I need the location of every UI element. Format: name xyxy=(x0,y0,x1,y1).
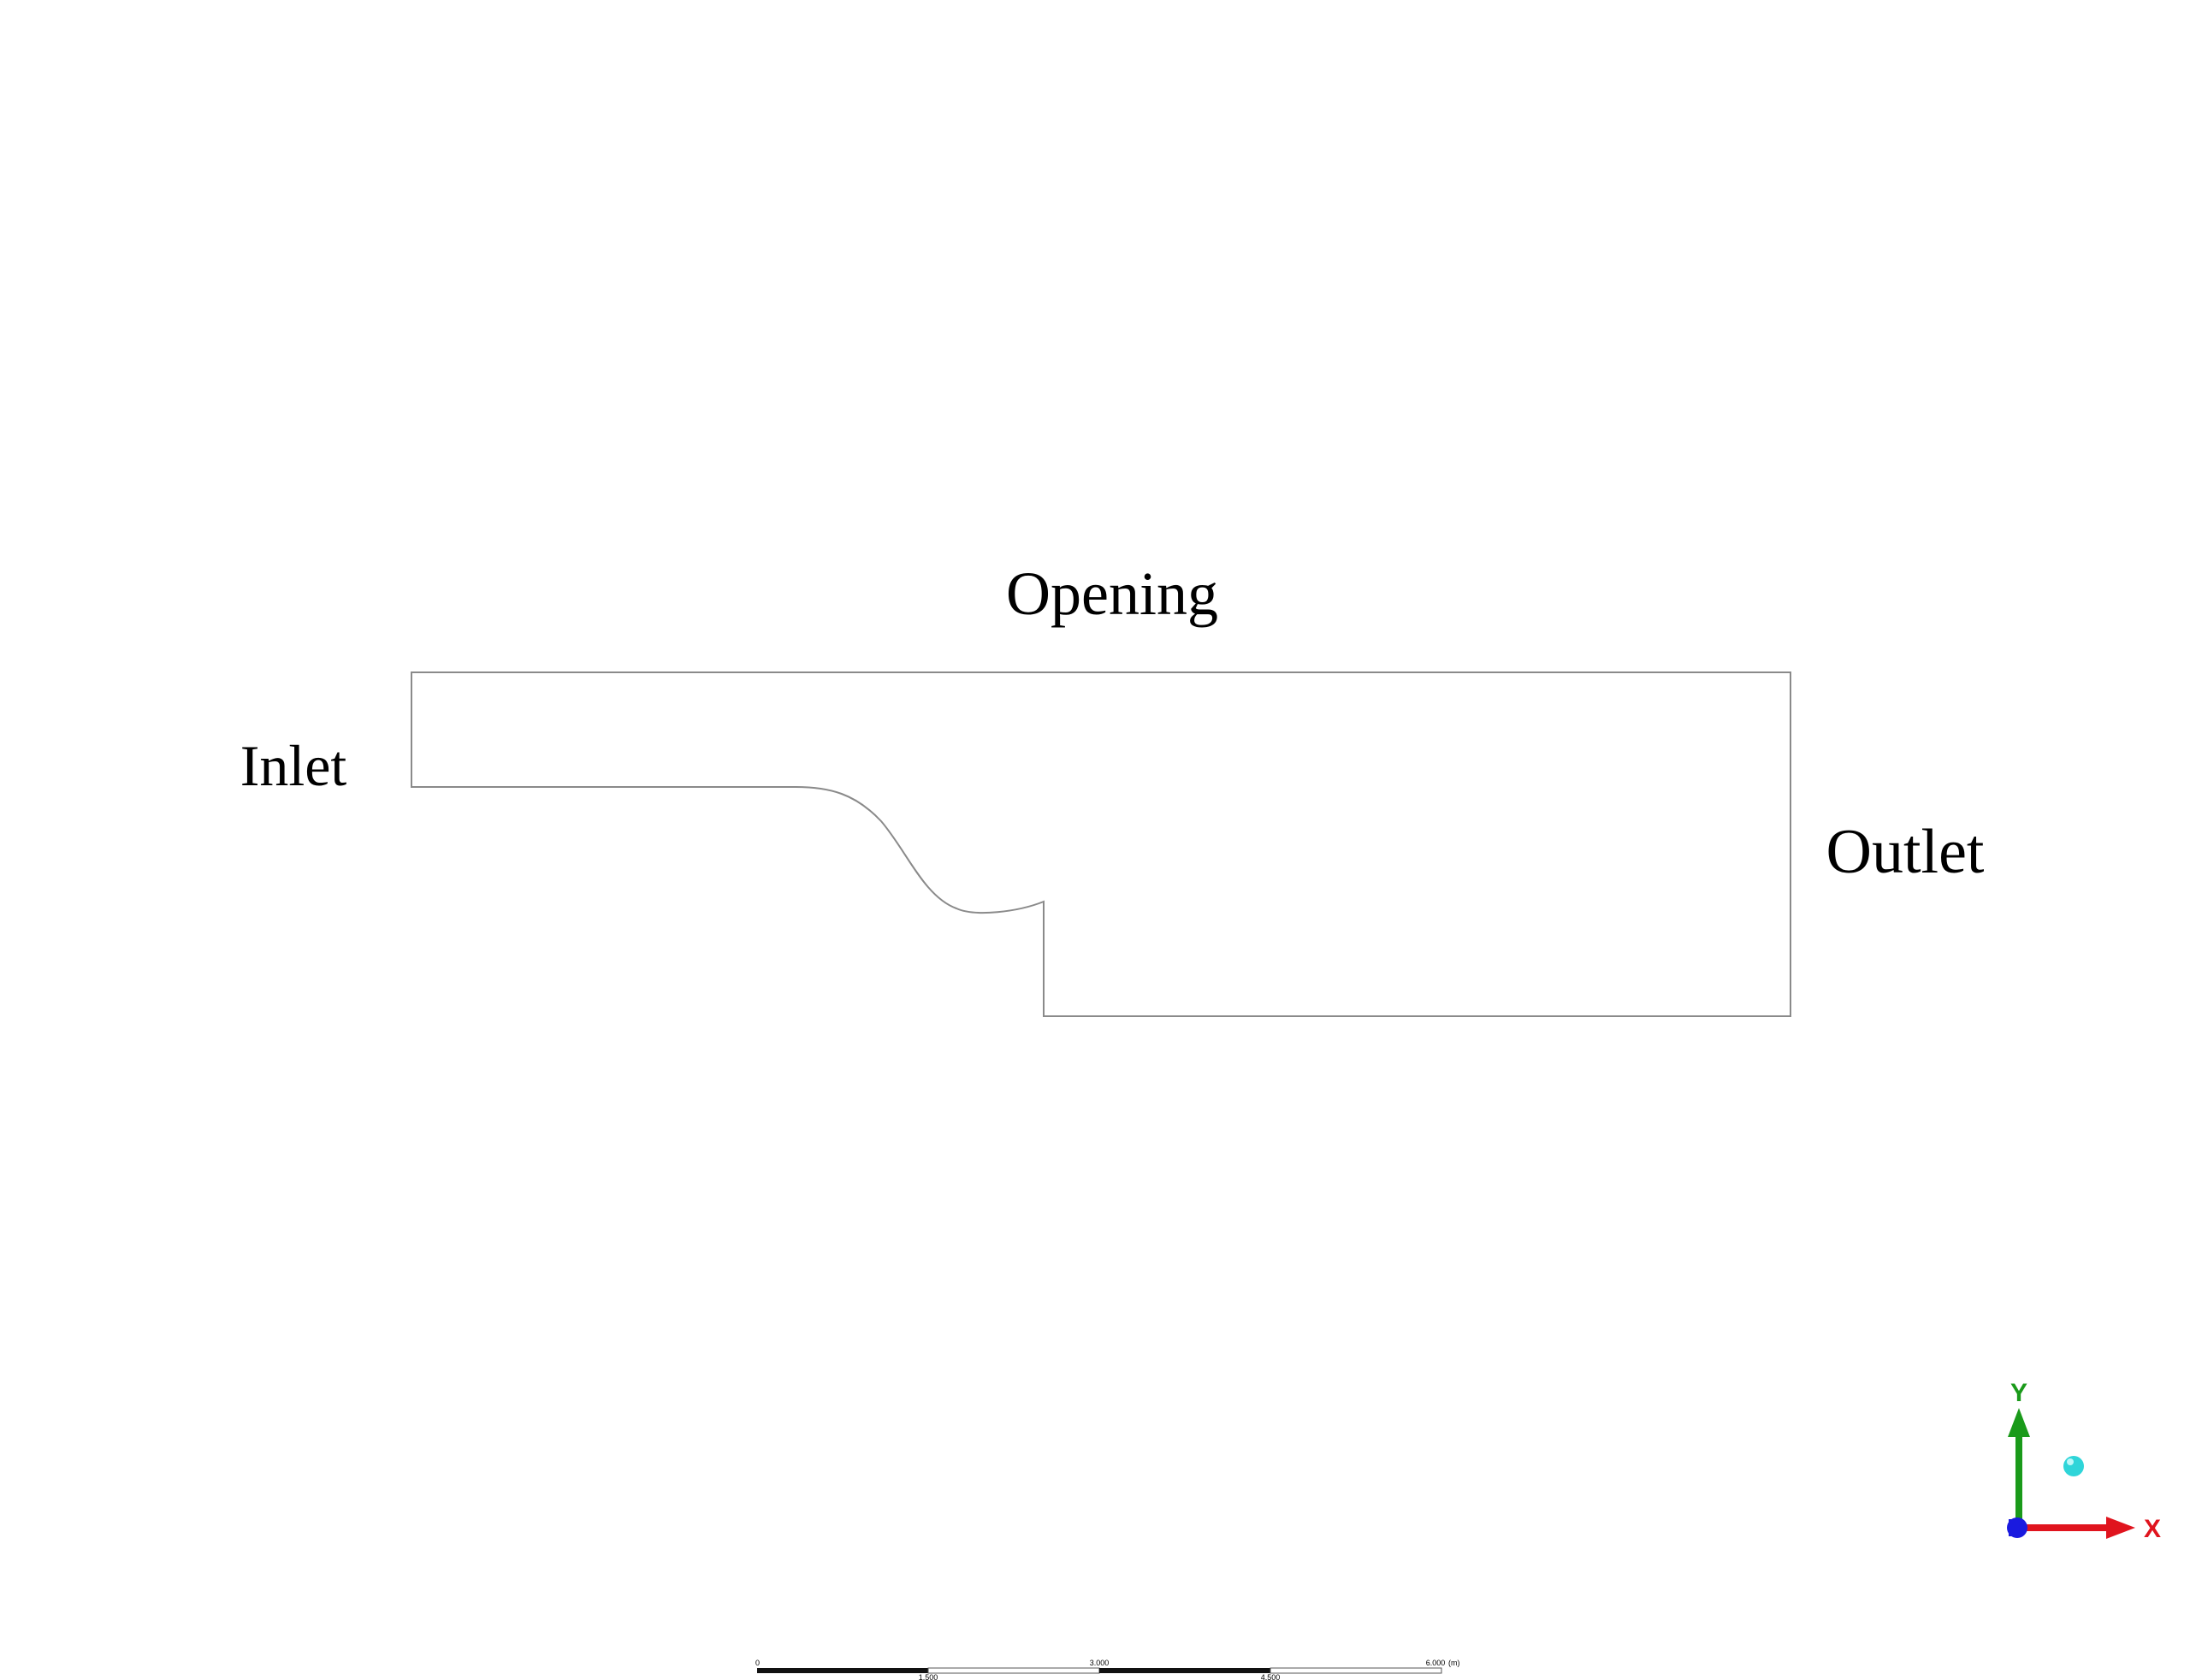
scale-bar-segment xyxy=(1270,1667,1442,1674)
scale-bar-segment xyxy=(927,1667,1100,1674)
inlet-label: Inlet xyxy=(240,733,347,798)
scale-unit: (m) xyxy=(1448,1659,1460,1667)
iso-view-sphere-highlight xyxy=(2067,1458,2074,1465)
scale-tick-1500: 1.500 xyxy=(919,1673,938,1680)
domain-outline xyxy=(411,671,1791,1017)
opening-label: Opening xyxy=(1006,559,1218,628)
scale-bar-segment xyxy=(1099,1668,1270,1673)
iso-view-sphere-icon[interactable] xyxy=(2063,1456,2084,1476)
scale-tick-0: 0 xyxy=(755,1659,760,1667)
coordinate-triad[interactable]: Y X xyxy=(2007,1379,2161,1543)
y-axis-arrowhead xyxy=(2008,1408,2030,1437)
x-axis-arrowhead xyxy=(2106,1517,2135,1539)
scale-bar-segment xyxy=(757,1668,928,1673)
y-axis-label: Y xyxy=(2010,1379,2027,1407)
scale-bar: 0 3.000 6.000 (m) 1.500 4.500 xyxy=(755,1659,1460,1680)
scale-tick-4500: 4.500 xyxy=(1261,1673,1281,1680)
x-axis-label: X xyxy=(2144,1515,2161,1543)
scale-tick-6000: 6.000 xyxy=(1426,1659,1446,1667)
scale-tick-3000: 3.000 xyxy=(1090,1659,1110,1667)
outlet-label: Outlet xyxy=(1826,817,1985,887)
origin-marker xyxy=(2009,1519,2021,1536)
